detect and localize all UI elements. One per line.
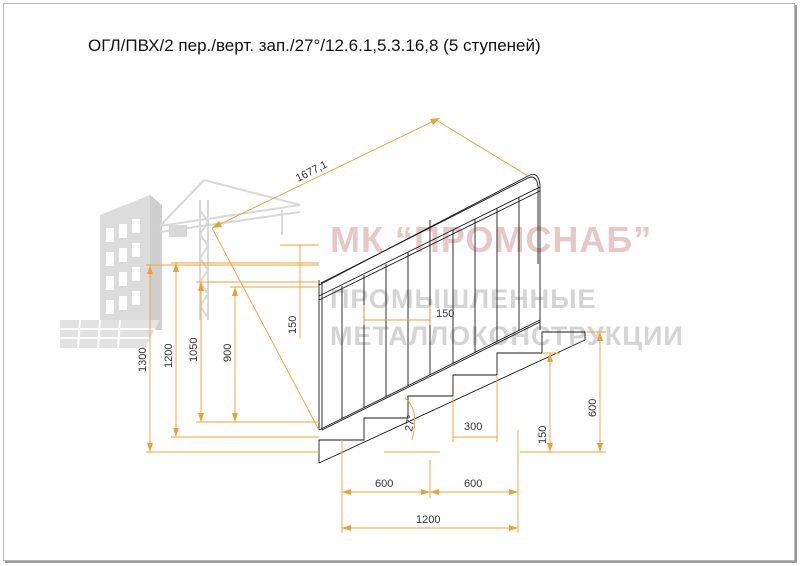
dim-height-1050: 1050 — [188, 338, 200, 362]
dim-baluster-spacing: 150 — [436, 308, 454, 320]
stair-steps — [318, 331, 586, 464]
watermark-line2: МЕТАЛЛОКОНСТРУКЦИИ — [330, 321, 684, 351]
watermark-logo: МК “ПРОМСНАБ” ПРОМЫШЛЕННЫЕ МЕТАЛЛОКОНСТР… — [60, 179, 684, 351]
railing-frame — [318, 173, 541, 431]
crane-icon — [159, 179, 301, 320]
dim-run-right: 600 — [464, 478, 482, 490]
dim-height-1300: 1300 — [137, 348, 149, 372]
dim-angle: 27° — [403, 414, 418, 432]
drawing-title: ОГЛ/ПВХ/2 пер./верт. зап./27°/12.6.1,5.3… — [88, 36, 541, 55]
page-frame — [3, 3, 795, 561]
dim-run-left: 600 — [375, 478, 393, 490]
dim-handrail-offset: 150 — [287, 316, 299, 334]
dim-riser-height: 150 — [537, 426, 549, 444]
building-icon — [60, 195, 162, 349]
dim-landing-height: 600 — [587, 399, 599, 417]
dim-railing-length: 1677,1 — [294, 159, 329, 185]
dimension-arrows — [147, 118, 603, 531]
watermark-line1: ПРОМЫШЛЕННЫЕ — [330, 284, 597, 314]
dim-height-1200: 1200 — [163, 344, 175, 368]
dim-tread-depth: 300 — [464, 421, 482, 433]
watermark-brand: МК “ПРОМСНАБ” — [330, 219, 652, 260]
dim-height-900: 900 — [222, 344, 234, 362]
dim-run-total: 1200 — [416, 514, 440, 526]
